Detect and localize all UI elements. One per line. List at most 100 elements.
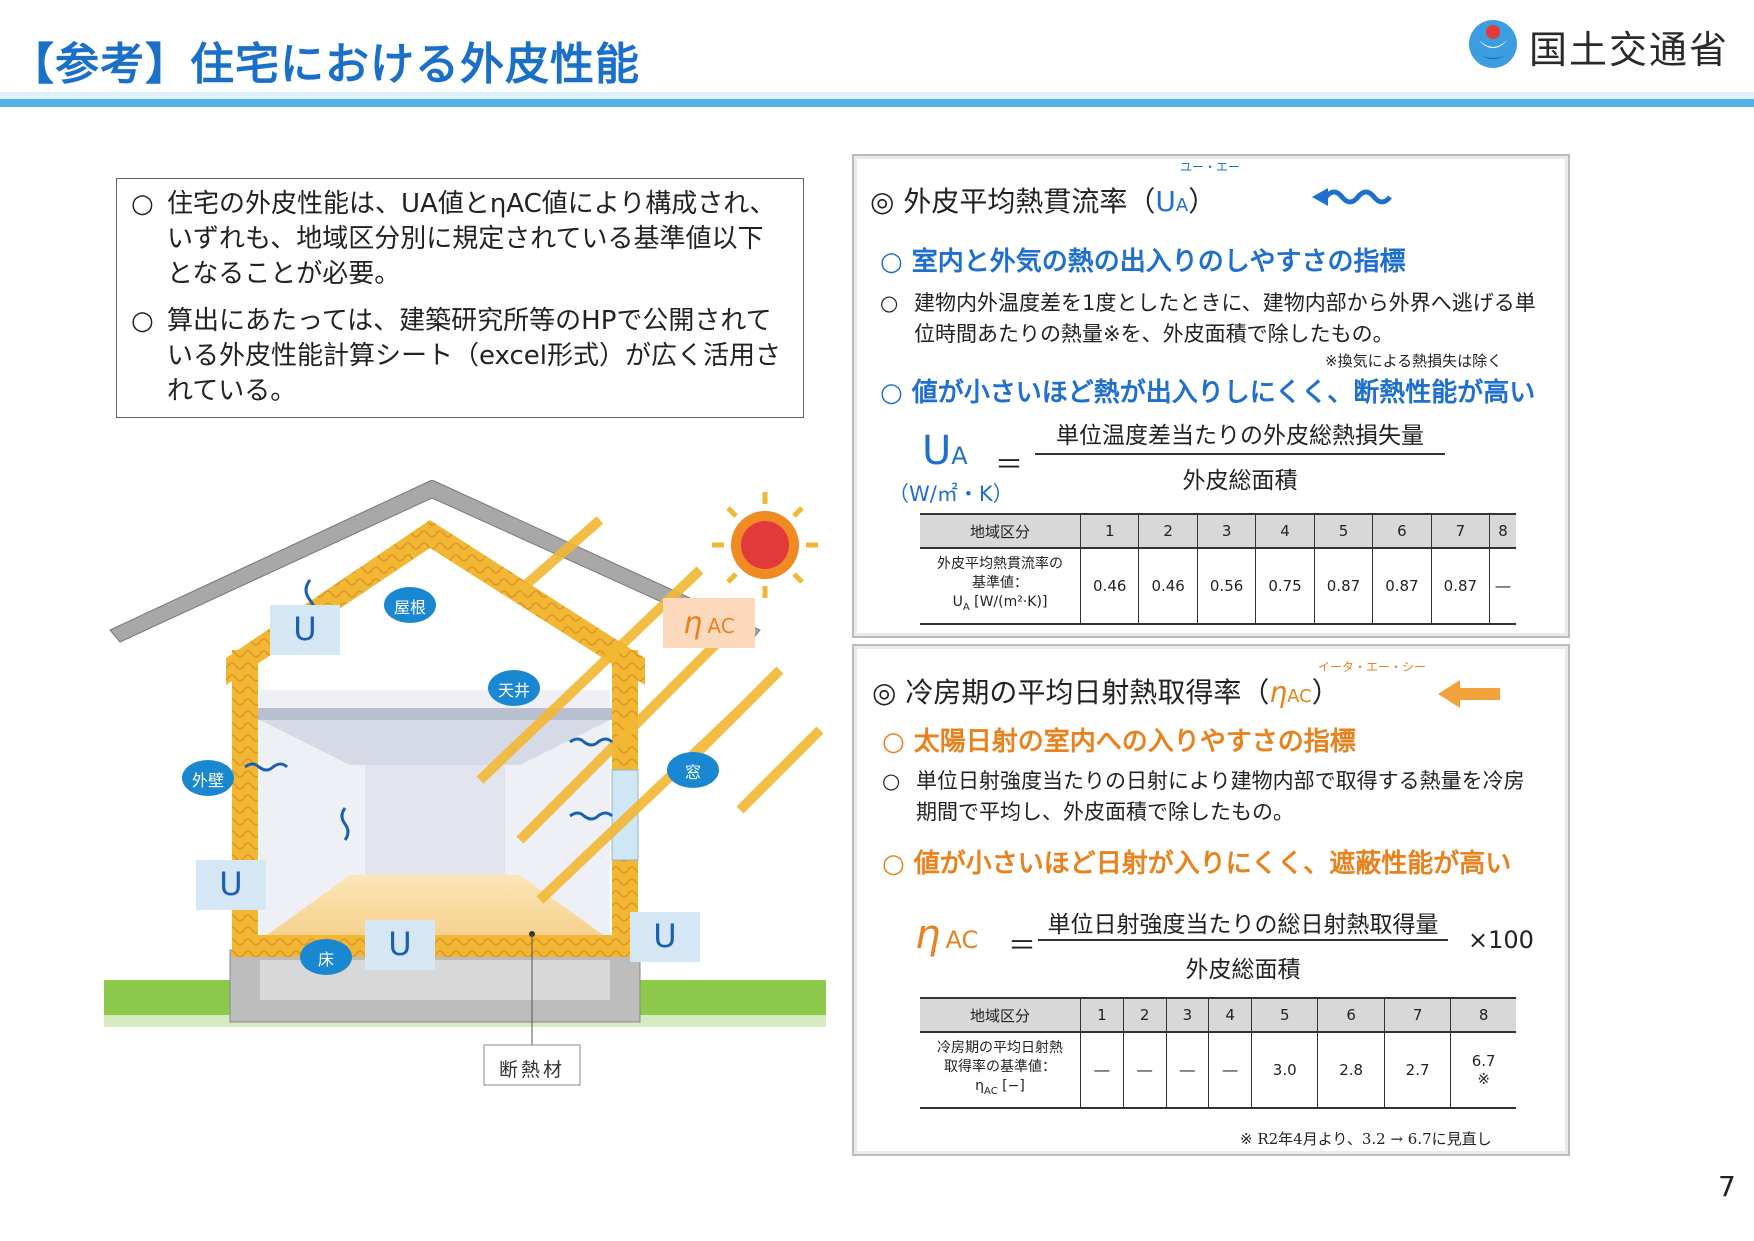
label-roof: 屋根 (393, 598, 426, 617)
intro-box: ○ 住宅の外皮性能は、UA値とηAC値により構成され、いずれも、地域区分別に規定… (116, 178, 804, 418)
region-cell: 4 (1255, 513, 1315, 549)
eta-fraction-line (1038, 939, 1448, 941)
ua-denominator: 外皮総面積 (1182, 468, 1298, 494)
label-wall: 外壁 (191, 771, 224, 790)
u-label-window: U (653, 917, 677, 955)
ua-panel (852, 154, 1570, 638)
eta-sub2: ○ 値が小さいほど日射が入りにくく、遮蔽性能が高い (882, 849, 1512, 879)
eta-multiplier: ×100 (1468, 926, 1534, 954)
table-header-row: 地域区分 1 2 3 4 5 6 7 8 (920, 513, 1516, 549)
value-cell: 0.75 (1255, 548, 1315, 625)
eta-symbol: η (915, 912, 941, 958)
eta-symbol-sub: AC (945, 926, 979, 954)
label-window: 窓 (684, 763, 701, 782)
label-ceiling: 天井 (497, 681, 530, 700)
ua-equals: ＝ (995, 448, 1024, 481)
ua-symbol: U (922, 428, 952, 474)
table-row-label: 冷房期の平均日射熱 取得率の基準値： ηAC [−] (920, 1032, 1081, 1109)
ua-note: ※換気による熱損失は除く (1325, 352, 1503, 370)
ua-title-sub: A (1175, 195, 1189, 216)
eta-table: 地域区分 1 2 3 4 5 6 7 8 冷房期の平均日射熱 取得率の基準値： … (920, 997, 1516, 1109)
value-cell: 0.46 (1079, 548, 1140, 625)
value-cell: 2.8 (1317, 1032, 1385, 1109)
bullet-mark: ○ (131, 189, 154, 219)
u-label-wall: U (219, 865, 243, 903)
ua-desc-mark: ○ (880, 291, 899, 315)
value-cell: 0.87 (1430, 548, 1491, 625)
u-label-floor: U (388, 925, 412, 963)
ua-unit: （W/㎡・K） (888, 482, 1014, 506)
table-header-row: 地域区分 1 2 3 4 5 6 7 8 (920, 997, 1516, 1033)
region-cell: 8 (1450, 997, 1516, 1033)
region-cell: 5 (1250, 997, 1319, 1033)
mlit-logo: 国土交通省 (1465, 18, 1729, 74)
u-label-roof: U (293, 610, 317, 648)
u-box-wall (196, 860, 266, 910)
value-cell: 6.7 ※ (1450, 1032, 1516, 1109)
header-bar (0, 99, 1754, 107)
table-header-label: 地域区分 (920, 997, 1081, 1033)
value-cell: 2.7 (1383, 1032, 1452, 1109)
ua-desc: ○ 建物内外温度差を1度としたときに、建物内部から外界へ逃げる単位時間あたりの熱… (880, 288, 1540, 350)
insulation-label-box (483, 1044, 581, 1086)
eta-equals: ＝ (1008, 929, 1037, 962)
region-cell: 2 (1138, 513, 1198, 549)
u-box-roof (270, 605, 340, 655)
eta-formula-symbol: η AC (915, 912, 978, 958)
eta-title: ◎ 冷房期の平均日射熱取得率（ηAC） (872, 671, 1340, 711)
eta-title-text: 冷房期の平均日射熱取得率（ (905, 676, 1270, 709)
eta-panel (852, 644, 1570, 1156)
eta-sub: AC (707, 614, 735, 638)
mlit-emblem-icon (1469, 20, 1517, 68)
region-cell: 6 (1317, 997, 1385, 1033)
ua-desc-text: 建物内外温度差を1度としたときに、建物内部から外界へ逃げる単位時間あたりの熱量※… (914, 291, 1536, 346)
ua-wave-arrow-icon (1312, 188, 1392, 206)
eta-denominator: 外皮総面積 (1185, 957, 1301, 983)
region-cell: 8 (1489, 513, 1516, 549)
table-row: 外皮平均熱貫流率の 基準値： UA [W/(m²·K)] 0.46 0.46 0… (920, 548, 1516, 625)
eta-arrow-icon (1438, 680, 1500, 708)
u-box-window (630, 912, 700, 962)
value-cell: 3.0 (1250, 1032, 1319, 1109)
eta-title-close: ） (1311, 676, 1340, 709)
intro-item: ○ 住宅の外皮性能は、UA値とηAC値により構成され、いずれも、地域区分別に規定… (131, 187, 789, 292)
region-cell: 7 (1430, 513, 1491, 549)
eta-desc-mark: ○ (882, 769, 901, 793)
intro-item: ○ 算出にあたっては、建築研究所等のHPで公開されている外皮性能計算シート（ex… (131, 304, 789, 409)
value-cell: 0.46 (1138, 548, 1198, 625)
ua-sub2: ○ 値が小さいほど熱が出入りしにくく、断熱性能が高い (880, 378, 1536, 408)
sun-ray-arrows (476, 516, 824, 904)
eta-numerator: 単位日射強度当たりの総日射熱取得量 (1047, 912, 1439, 938)
ua-numerator: 単位温度差当たりの外皮総熱損失量 (1056, 423, 1424, 449)
region-cell: 3 (1196, 513, 1257, 549)
u-box-floor (365, 920, 435, 970)
logo-text: 国土交通省 (1529, 27, 1730, 72)
eta-title-sub: AC (1287, 686, 1312, 707)
house-insulation-diagram (104, 480, 826, 1086)
eta-footnote: ※ R2年4月より、3.2 → 6.7に見直し (1240, 1130, 1492, 1148)
region-cell: 5 (1313, 513, 1374, 549)
roof-insulation (226, 520, 645, 685)
value-cell: ― (1080, 1032, 1124, 1109)
ua-table: 地域区分 1 2 3 4 5 6 7 8 外皮平均熱貫流率の 基準値： UA [… (920, 513, 1516, 625)
bullet-mark: ○ (131, 306, 154, 336)
region-cell: 2 (1122, 997, 1167, 1033)
eta-ruby: イータ・エー・シー (1318, 660, 1427, 674)
region-cell: 6 (1372, 513, 1432, 549)
page-title: 【参考】住宅における外皮性能 (10, 39, 640, 90)
eta-box (663, 598, 755, 648)
value-cell: 0.87 (1313, 548, 1374, 625)
label-insulation: 断熱材 (498, 1059, 565, 1081)
value-cell: ― (1122, 1032, 1167, 1109)
eta-desc: ○ 単位日射強度当たりの日射により建物内部で取得する熱量を冷房期間で平均し、外皮… (882, 766, 1542, 828)
eta-desc-text: 単位日射強度当たりの日射により建物内部で取得する熱量を冷房期間で平均し、外皮面積… (916, 769, 1525, 824)
region-cell: 1 (1080, 997, 1124, 1033)
eta-sub1: ○ 太陽日射の室内への入りやすさの指標 (882, 727, 1356, 757)
ua-title-text: 外皮平均熱貫流率（ (903, 185, 1156, 218)
header-bar-light (0, 92, 1754, 99)
table-row-label: 外皮平均熱貫流率の 基準値： UA [W/(m²·K)] (920, 548, 1081, 625)
ua-title-close: ） (1188, 185, 1217, 218)
eta-title-symbol: η (1269, 676, 1288, 709)
region-cell: 4 (1208, 997, 1252, 1033)
ua-title-mark: ◎ (870, 185, 895, 218)
